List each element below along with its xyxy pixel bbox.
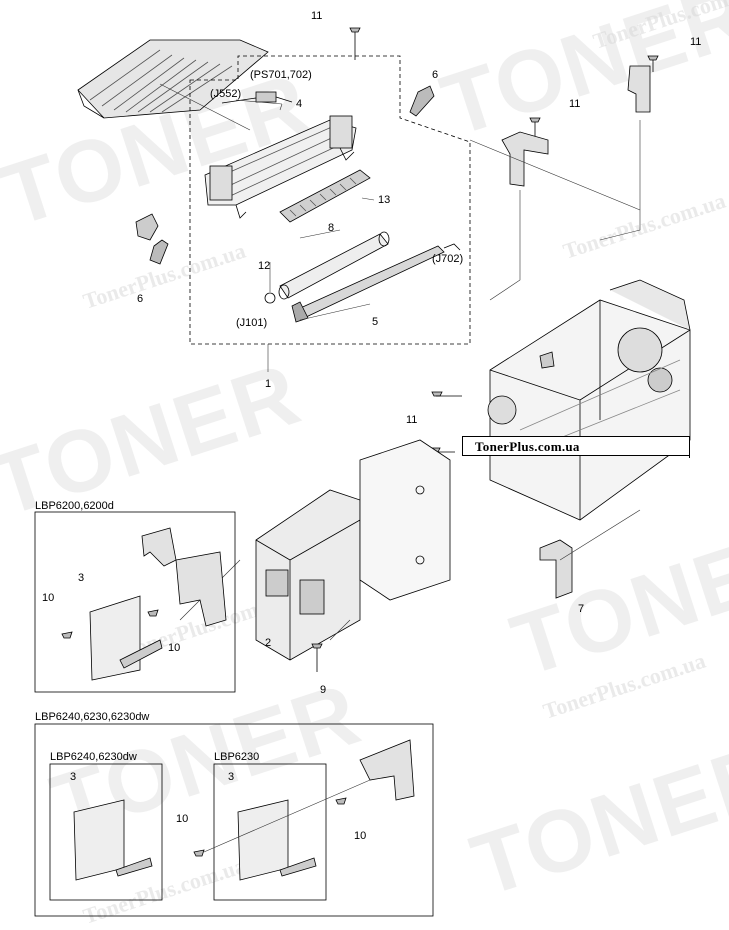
group-title-lbp6230: LBP6230: [214, 751, 259, 763]
group-title-lbp6240dw: LBP6240,6230dw: [50, 751, 137, 763]
callout-12: 12: [258, 260, 270, 272]
callout-10: 10: [176, 813, 188, 825]
group-title-lbp6240: LBP6240,6230,6230dw: [35, 711, 149, 723]
screw-part: [311, 643, 323, 649]
callout-5: 5: [372, 316, 378, 328]
site-label-box: TonerPlus.com.ua: [462, 436, 690, 458]
bracket-part: [135, 213, 159, 241]
callout-10: 10: [42, 592, 54, 604]
ring-part: [264, 292, 276, 304]
callout-2: 2: [265, 637, 271, 649]
callout-ps701: (PS701,702): [250, 69, 312, 81]
bracket-part: [627, 65, 651, 113]
paper-guide-part: [77, 39, 269, 119]
callout-3: 3: [78, 572, 84, 584]
heater-part: [291, 243, 461, 323]
callout-1: 1: [265, 378, 271, 390]
callout-11: 11: [690, 36, 701, 48]
callout-10: 10: [354, 830, 366, 842]
callout-j552: (J552): [210, 88, 241, 100]
callout-4: 4: [296, 98, 302, 110]
callout-9: 9: [320, 684, 326, 696]
main-frame-part: [487, 279, 691, 521]
bracket-part: [501, 131, 549, 187]
callout-11: 11: [406, 414, 417, 426]
callout-8: 8: [328, 222, 334, 234]
group-box-lbp6230: [213, 763, 327, 901]
callout-j101: (J101): [236, 317, 267, 329]
pressure-roller-part: [279, 169, 371, 223]
lever-part: [409, 85, 435, 117]
power-supply-pcb-part: [255, 489, 361, 661]
fuser-frame-part: [204, 115, 357, 219]
callout-6: 6: [432, 69, 438, 81]
formatter-board-part: [61, 527, 227, 681]
group-title-lbp6200: LBP6200,6200d: [35, 500, 114, 512]
group-box-lbp6200: [34, 511, 236, 693]
callout-6: 6: [137, 293, 143, 305]
group-box-lbp6240: [34, 723, 434, 917]
callout-j702: (J702): [432, 253, 463, 265]
fuser-assembly-boundary: [189, 55, 471, 345]
callout-3: 3: [228, 771, 234, 783]
shield-plate-part: [359, 439, 451, 601]
group-box-lbp6240dw: [49, 763, 163, 901]
callout-7: 7: [578, 603, 584, 615]
callout-13: 13: [378, 194, 390, 206]
callout-3: 3: [70, 771, 76, 783]
small-bracket-part: [539, 351, 555, 369]
bracket-part: [539, 539, 573, 599]
lever-part: [149, 239, 169, 265]
formatter-board-part: [73, 739, 415, 881]
callout-10: 10: [168, 642, 180, 654]
callout-11: 11: [569, 98, 580, 110]
fixing-sleeve-part: [278, 231, 390, 300]
callout-11: 11: [311, 10, 322, 22]
